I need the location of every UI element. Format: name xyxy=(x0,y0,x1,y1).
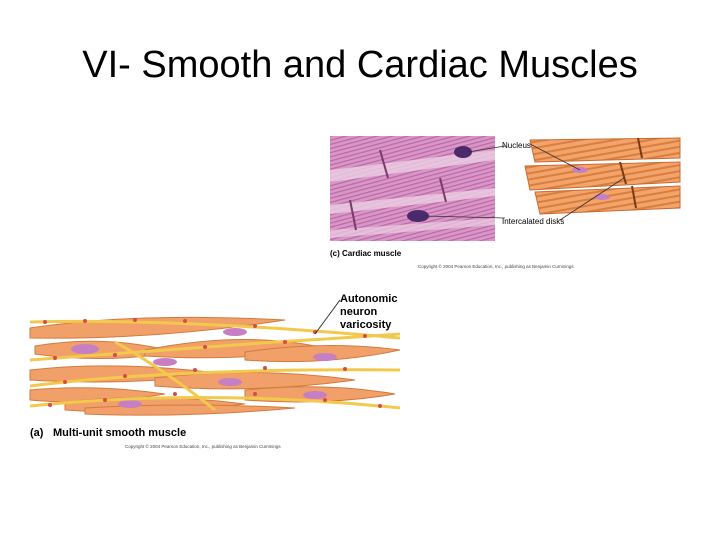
micrograph-nucleus xyxy=(407,210,429,222)
micrograph-nucleus xyxy=(454,146,472,158)
intercalated-disk xyxy=(631,185,637,209)
varicosities xyxy=(43,318,382,408)
varicosity-label-line3: varicosity xyxy=(340,319,392,331)
drawn-nucleus xyxy=(594,194,610,200)
intercalated-disk xyxy=(619,161,627,185)
varicosity-label-line1: Autonomic xyxy=(340,293,397,305)
intercalated-disk xyxy=(637,137,643,159)
smooth-copyright: Copyright © 2004 Pearson Education, Inc.… xyxy=(125,443,281,449)
smooth-caption-letter: (a) xyxy=(30,427,44,439)
slide-title: VI- Smooth and Cardiac Muscles xyxy=(82,44,638,86)
nucleus-label: Nucleus xyxy=(502,141,531,150)
cardiac-muscle-figure: Nucleus Intercalated disks (c) Cardiac m… xyxy=(330,136,681,269)
cell-nucleus xyxy=(218,378,242,386)
varicosity-label-line2: neuron xyxy=(340,306,378,318)
cell-nucleus xyxy=(223,328,247,336)
cardiac-cell-drawing xyxy=(524,137,681,215)
cardiac-micrograph xyxy=(330,136,495,241)
cell-nucleus xyxy=(71,344,99,354)
cardiac-caption: (c) Cardiac muscle xyxy=(330,249,402,258)
intercalated-disks-label: Intercalated disks xyxy=(502,217,564,226)
smooth-muscle-figure: Autonomic neuron varicosity (a) Multi-un… xyxy=(29,293,401,449)
cell-nucleus xyxy=(313,353,337,361)
autonomic-neuron-fibers xyxy=(29,319,401,412)
cell-nucleus xyxy=(303,391,327,399)
cell-nucleus xyxy=(118,400,142,408)
cell-nucleus xyxy=(153,358,177,366)
smooth-caption-text: Multi-unit smooth muscle xyxy=(53,427,186,439)
cardiac-copyright: Copyright © 2004 Pearson Education, Inc.… xyxy=(418,263,574,269)
